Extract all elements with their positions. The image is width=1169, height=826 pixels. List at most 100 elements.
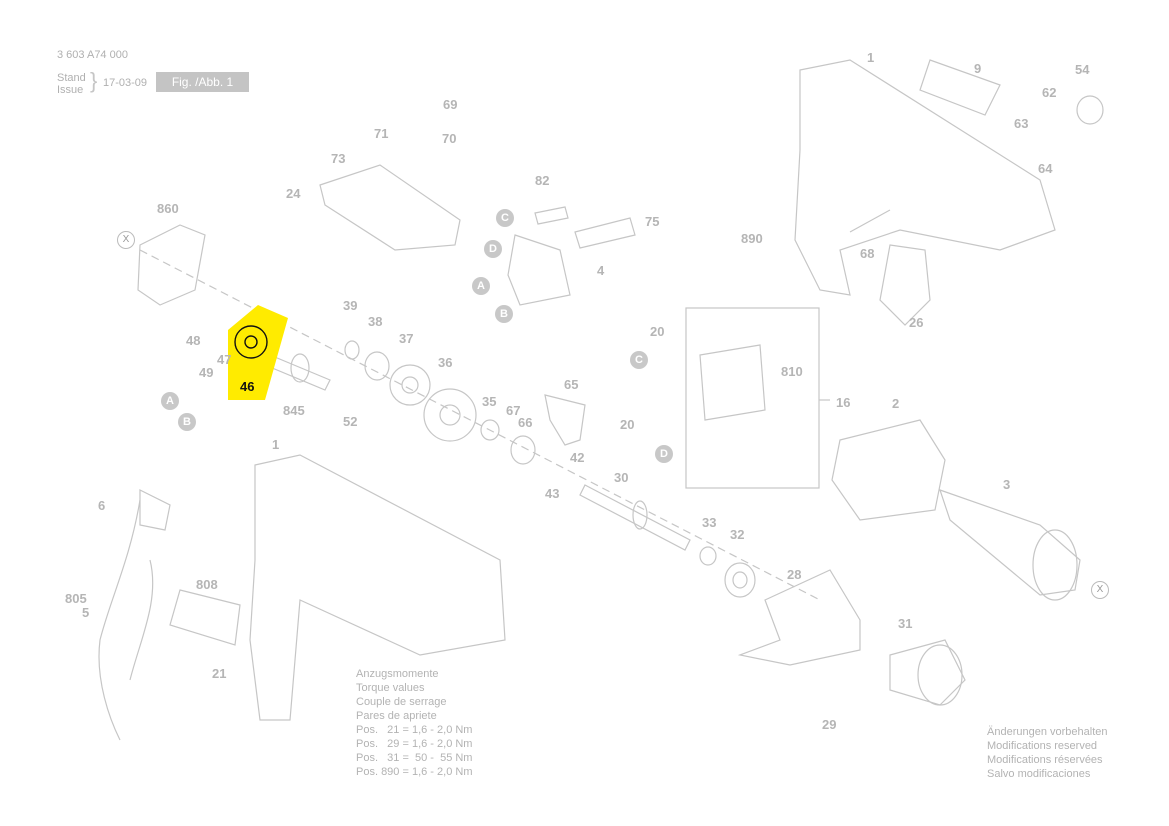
stand-date: 17-03-09 <box>103 77 148 89</box>
part-label-26: 26 <box>909 315 924 330</box>
part-65-lever <box>544 394 586 446</box>
part-label-38: 38 <box>368 314 383 329</box>
part-label-39: 39 <box>343 298 358 313</box>
part-75-slider <box>574 217 636 249</box>
part-label-42: 42 <box>570 450 585 465</box>
part-label-810: 810 <box>781 364 803 379</box>
part-label-47: 47 <box>217 352 232 367</box>
part-30-spindle <box>579 484 691 551</box>
part-4-brush-holder <box>507 234 571 306</box>
part-label-4: 4 <box>597 263 605 278</box>
part-31-chuck <box>889 639 966 706</box>
part-808-label <box>169 589 241 646</box>
part-label-66: 66 <box>518 415 533 430</box>
doc-number: 3 603 A74 000 <box>57 49 128 61</box>
part-label-73: 73 <box>331 151 346 166</box>
part-label-16: 16 <box>836 395 851 410</box>
part-label-2: 2 <box>892 396 900 411</box>
part-6-guard <box>139 489 171 531</box>
part-860-cover <box>137 224 206 306</box>
part-label-28: 28 <box>787 567 802 582</box>
part-36-gear <box>423 388 477 442</box>
part-66-disc <box>510 435 536 465</box>
part-33-ring <box>699 546 717 566</box>
part-32-bearing <box>724 562 756 598</box>
connector-d-switch: D <box>655 445 673 463</box>
part-label-52: 52 <box>343 414 358 429</box>
modifications-block: Änderungen vorbehalten Modifications res… <box>987 725 1107 781</box>
connector-c-upper: C <box>496 209 514 227</box>
part-3-armature <box>939 489 1081 596</box>
highlight-46-marker <box>228 305 288 400</box>
torque-row: Pos. 21 = 1,6 - 2,0 Nm <box>356 724 473 736</box>
part-37-gear <box>389 364 431 406</box>
part-35-ring <box>480 419 500 441</box>
part-label-36: 36 <box>438 355 453 370</box>
part-label-69: 69 <box>443 97 458 112</box>
part-label-20-lower: 20 <box>620 417 635 432</box>
part-28-gear-housing <box>737 569 861 666</box>
part-82-clip <box>534 206 569 225</box>
modifications-es: Salvo modificaciones <box>987 768 1091 780</box>
part-810-switch-box <box>685 307 820 489</box>
part-label-31: 31 <box>898 616 913 631</box>
part-label-890: 890 <box>741 231 763 246</box>
connector-x-right: X <box>1091 581 1109 599</box>
part-1-housing-upper <box>794 59 1056 296</box>
assembly-axis-line <box>139 249 821 601</box>
part-label-35: 35 <box>482 394 497 409</box>
part-label-71: 71 <box>374 126 389 141</box>
torque-title-fr: Couple de serrage <box>356 696 447 708</box>
part-1-housing-lower <box>249 454 506 721</box>
part-label-33: 33 <box>702 515 717 530</box>
part-24-cover <box>319 164 461 251</box>
issue-label: Issue <box>57 84 84 96</box>
part-label-62: 62 <box>1042 85 1057 100</box>
part-label-68: 68 <box>860 246 875 261</box>
part-label-3: 3 <box>1003 477 1011 492</box>
torque-row: Pos. 890 = 1,6 - 2,0 Nm <box>356 766 473 778</box>
part-label-75: 75 <box>645 214 660 229</box>
part-label-21: 21 <box>212 666 227 681</box>
part-label-43: 43 <box>545 486 560 501</box>
part-54-knob <box>1076 95 1104 125</box>
modifications-de: Änderungen vorbehalten <box>987 726 1108 738</box>
part-label-48: 48 <box>186 333 201 348</box>
part-label-1: 1 <box>867 50 875 65</box>
part-label-46-highlighted: 46 <box>240 379 255 394</box>
torque-row: Pos. 29 = 1,6 - 2,0 Nm <box>356 738 473 750</box>
connector-a-upper: A <box>472 277 490 295</box>
part-label-5: 5 <box>82 605 90 620</box>
part-label-808: 808 <box>196 577 218 592</box>
part-label-70: 70 <box>442 131 457 146</box>
stand-label: Stand <box>57 72 86 84</box>
modifications-fr: Modifications réservées <box>987 754 1103 766</box>
part-label-54: 54 <box>1075 62 1090 77</box>
part-label-32: 32 <box>730 527 745 542</box>
part-68-pin <box>849 209 891 233</box>
part-label-6: 6 <box>98 498 106 513</box>
part-label-20: 20 <box>650 324 665 339</box>
part-label-63: 63 <box>1014 116 1029 131</box>
connector-b-upper: B <box>495 305 513 323</box>
torque-row: Pos. 31 = 50 - 55 Nm <box>356 752 473 764</box>
connector-c-switch: C <box>630 351 648 369</box>
connector-d-upper: D <box>484 240 502 258</box>
part-26-handle <box>879 244 931 326</box>
part-9-label <box>919 59 1001 116</box>
part-label-805: 805 <box>65 591 87 606</box>
part-label-67: 67 <box>506 403 521 418</box>
part-46-gear <box>234 325 268 359</box>
torque-title-de: Anzugsmomente <box>356 668 439 680</box>
connector-b-cable: B <box>178 413 196 431</box>
part-label-29: 29 <box>822 717 837 732</box>
torque-title-es: Pares de apriete <box>356 710 437 722</box>
part-39-pinion <box>344 340 360 360</box>
connector-x-left: X <box>117 231 135 249</box>
torque-values-block: Anzugsmomente Torque values Couple de se… <box>356 667 472 779</box>
part-label-30: 30 <box>614 470 629 485</box>
connector-a-cable: A <box>161 392 179 410</box>
torque-title-en: Torque values <box>356 682 425 694</box>
